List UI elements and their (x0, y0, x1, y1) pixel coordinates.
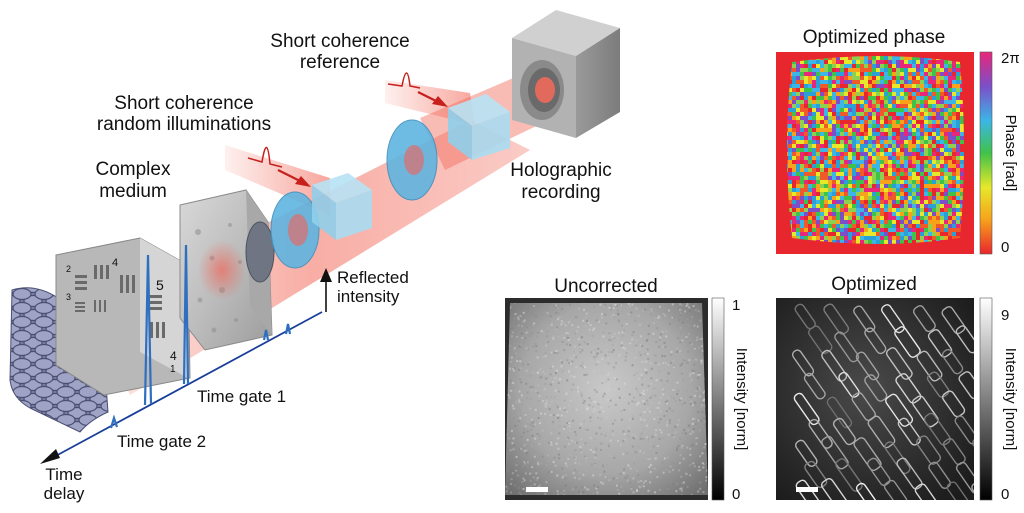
illumination-pulse-icon (247, 146, 283, 168)
phase-title: Optimized phase (803, 27, 946, 48)
optimized-panel: Optimized 9 0 Intensity [norm] (776, 274, 1019, 503)
optimized-colorbar-label: Intensity [norm] (1002, 348, 1019, 451)
phase-colorbar (979, 51, 993, 255)
uncorrected-colorbar-min: 0 (732, 486, 740, 503)
target-digit: 1 (170, 364, 176, 375)
phase-colorbar-label: Phase [rad] (1002, 115, 1019, 192)
uncorrected-colorbar (711, 297, 725, 501)
optimized-colorbar (979, 297, 993, 501)
target-digit: 2 (66, 264, 71, 274)
uncorrected-title: Uncorrected (554, 276, 658, 297)
medium-label: medium (99, 181, 167, 202)
peak (284, 323, 292, 335)
phase-map (787, 56, 964, 244)
reference-label: reference (300, 52, 380, 73)
peaks (109, 244, 292, 429)
holographic-label: recording (521, 182, 600, 203)
time-axis (51, 311, 323, 459)
uncorrected-image (505, 303, 708, 495)
reference-pulse-icon (387, 72, 421, 89)
target-digit: 4 (170, 349, 177, 363)
phase-panel: Optimized phase 2π 0 Phase [rad] (776, 27, 1020, 256)
optimized-title: Optimized (831, 274, 917, 295)
resolution-target: 4 5 2 3 4 1 (55, 237, 191, 396)
scale-bar (526, 487, 548, 492)
peak (262, 329, 270, 341)
peak (182, 244, 190, 385)
intensity-axis-arrow-icon (320, 268, 332, 282)
beam-splitter-2 (448, 94, 510, 160)
reflected-label: intensity (337, 287, 400, 306)
time-axis-arrow-icon (40, 449, 60, 464)
aperture-disk (245, 221, 275, 283)
optimized-colorbar-max: 9 (1001, 307, 1009, 324)
reference-arrow-icon (432, 96, 448, 107)
target-digit: 4 (112, 257, 118, 269)
time-delay-label: delay (44, 484, 85, 503)
uncorrected-colorbar-max: 1 (732, 297, 740, 314)
optimized-image (791, 303, 974, 500)
medium-label: Complex (96, 159, 171, 180)
optimized-colorbar-min: 0 (1001, 486, 1009, 503)
phase-colorbar-max: 2π (1001, 50, 1020, 67)
gate1-label: Time gate 1 (197, 387, 286, 406)
holographic-label: Holographic (510, 160, 611, 181)
illumination-label: Short coherence (114, 93, 253, 114)
uncorrected-colorbar-label: Intensity [norm] (733, 348, 750, 451)
time-delay-label: Time (45, 465, 82, 484)
reflected-label: Reflected (337, 268, 409, 287)
illumination-arrow-icon (295, 176, 311, 187)
peak (109, 414, 119, 429)
illumination-label: random illuminations (97, 114, 271, 135)
phase-colorbar-min: 0 (1001, 239, 1009, 256)
camera-icon (512, 10, 620, 138)
target-digit: 3 (66, 292, 71, 302)
peak (143, 254, 153, 406)
beam-splitter-1 (312, 173, 372, 240)
gate2-label: Time gate 2 (117, 432, 206, 451)
optical-setup: 4 5 2 3 4 1 (9, 10, 620, 503)
scale-bar (796, 487, 818, 492)
uncorrected-panel: Uncorrected 1 0 Intensity [norm] (505, 276, 750, 503)
target-digit: 5 (156, 277, 164, 293)
reference-label: Short coherence (270, 31, 409, 52)
